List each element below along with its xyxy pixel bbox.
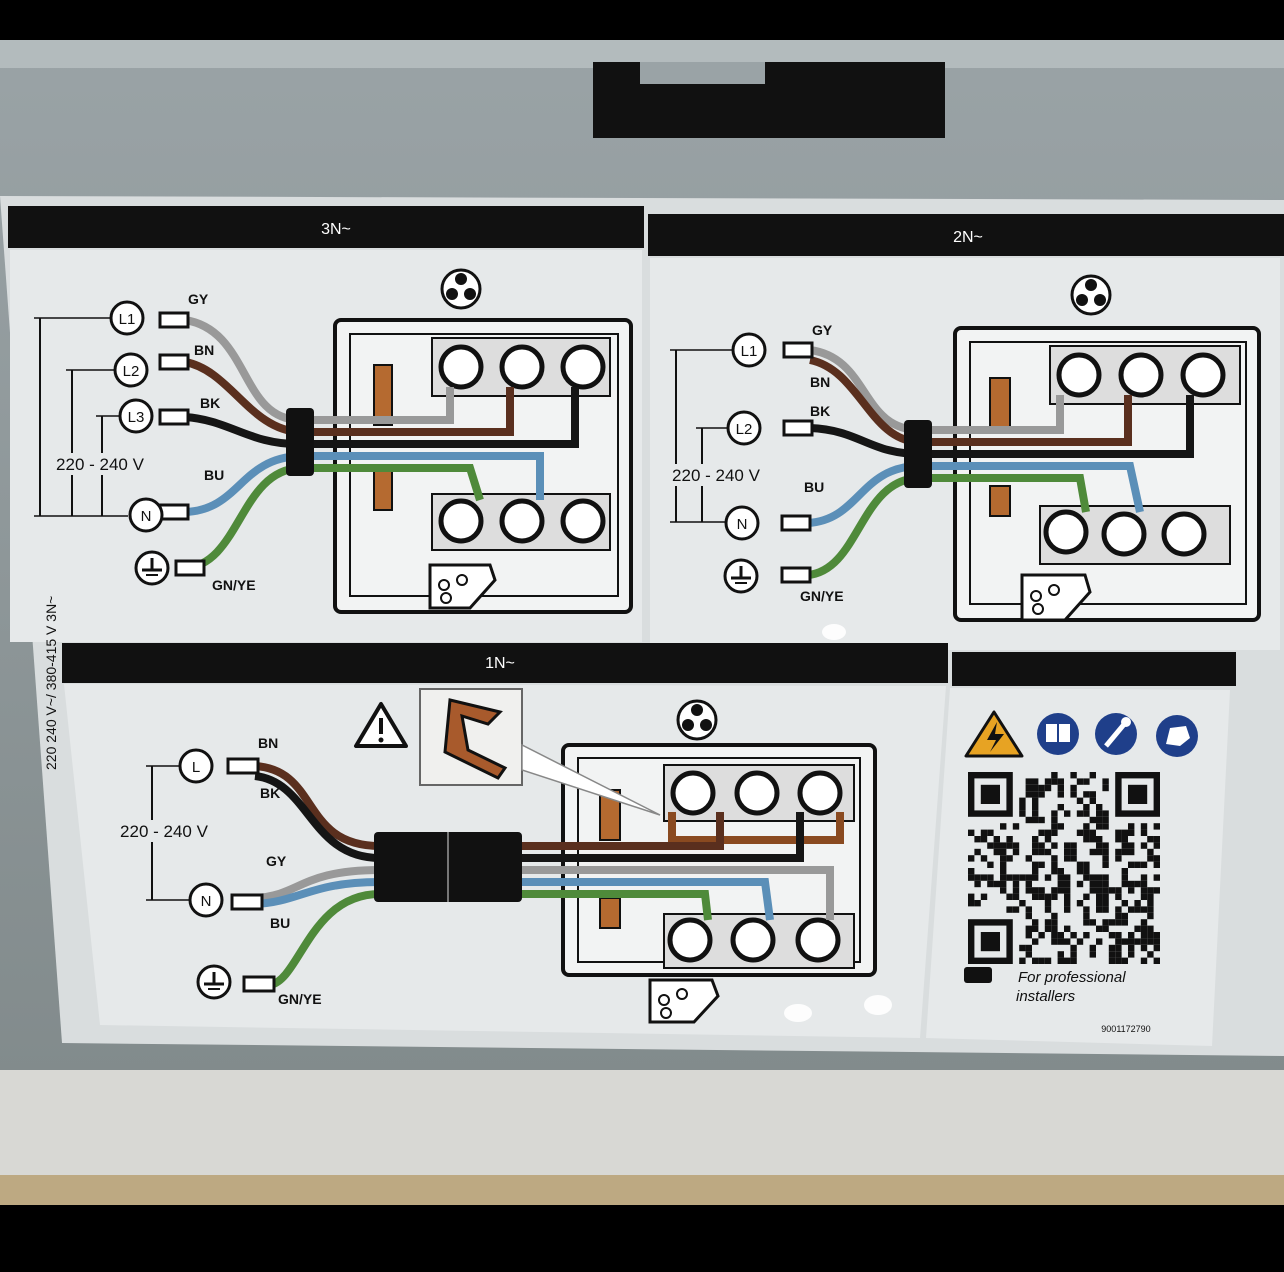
screw-terminal [667,917,713,963]
countertop [0,1175,1284,1205]
title-1n: 1N~ [485,655,515,672]
voltage-2n: 220 - 240 V [672,466,761,485]
note-installers: installers [1016,988,1076,1005]
screw-terminal [560,498,606,544]
terminal-l1-2n [731,332,767,368]
cable-tie-3n [286,408,314,476]
floor-background [0,1070,1284,1195]
jumper-inset [419,688,523,786]
screw-terminal [1056,352,1102,398]
terminal-n-3n [128,497,164,533]
voltage-1n: 220 - 240 V [120,822,209,841]
screw-terminal [1161,511,1207,557]
svg-text:BK: BK [200,395,220,411]
warning-triangle-icon [354,702,408,748]
screw-terminal [1101,511,1147,557]
screw-terminal [499,344,545,390]
fan-icon [676,699,718,741]
screw-terminal [670,770,716,816]
screw-terminal [797,770,843,816]
wrench-icon [1095,713,1137,755]
wiring-2n: L1 L2 N GY BN BK BU GN/YE 220 - 240 V [660,274,1261,622]
svg-text:GN/YE: GN/YE [278,991,322,1007]
svg-text:L: L [192,759,200,776]
svg-text:L2: L2 [736,421,753,438]
note-professional: For professional [1018,969,1126,986]
svg-text:N: N [141,508,152,525]
svg-text:L3: L3 [128,409,145,426]
screw-terminal [499,498,545,544]
svg-text:L1: L1 [119,311,136,328]
svg-text:GN/YE: GN/YE [212,577,256,593]
svg-text:BU: BU [270,915,290,931]
voltage-3n: 220 - 240 V [56,455,145,474]
fan-icon [440,268,482,310]
svg-text:L2: L2 [123,363,140,380]
ground-plate-2n [1020,573,1092,622]
svg-text:BN: BN [258,735,278,751]
qr-code-icon [968,772,1160,964]
svg-text:N: N [737,516,748,533]
svg-text:BK: BK [260,785,280,801]
cable-tie-2n [904,420,932,488]
header-2n [648,214,1284,256]
svg-text:BN: BN [810,374,830,390]
svg-text:GY: GY [266,853,287,869]
fan-icon [1070,274,1112,316]
screw-terminal [730,917,776,963]
screw-terminal [1043,509,1089,555]
svg-text:L1: L1 [741,343,758,360]
screw-row-bottom-3n [431,493,611,551]
side-voltage-label: 220 240 V~/ 380-415 V 3N~ [43,596,59,770]
jumper-bridge-icon [443,698,508,780]
screw-terminal [560,344,606,390]
header-3n [8,206,644,248]
wiring-3n: L1 L2 L3 N GY BN BK BU GN/YE 220 - 240 V [34,268,633,614]
screw-terminal [438,498,484,544]
screw-terminal [438,344,484,390]
protective-gloves-icon [1156,715,1198,757]
ground-icon [723,558,759,594]
screw-row-top-3n [431,337,611,397]
title-2n: 2N~ [953,229,983,246]
svg-text:BU: BU [204,467,224,483]
svg-text:BU: BU [804,479,824,495]
svg-text:GY: GY [812,322,833,338]
ground-plate-1n [648,978,720,1024]
terminal-l1-3n [109,300,145,336]
electric-hazard-icon [964,710,1024,758]
installer-badge-icon [964,967,992,983]
ground-icon [196,964,232,1000]
svg-text:GN/YE: GN/YE [800,588,844,604]
read-manual-icon [1037,713,1079,755]
part-number: 9001172790 [1101,1024,1150,1034]
svg-text:N: N [201,893,212,910]
terminal-l2-3n [113,352,149,388]
screw-terminal [734,770,780,816]
info-panel: For professional installers 9001172790 [964,710,1198,1034]
ground-icon [134,550,170,586]
svg-text:BN: BN [194,342,214,358]
title-3n: 3N~ [321,221,351,238]
header-1n [62,643,948,683]
ground-plate-3n [428,563,497,610]
screw-terminal [1118,352,1164,398]
wiring-1n: L N BN BK GY BU GN/YE 220 - 240 V [106,688,877,1024]
terminal-n-2n [724,505,760,541]
screw-terminal [795,917,841,963]
svg-text:BK: BK [810,403,830,419]
svg-text:GY: GY [188,291,209,307]
screw-terminal [1180,352,1226,398]
